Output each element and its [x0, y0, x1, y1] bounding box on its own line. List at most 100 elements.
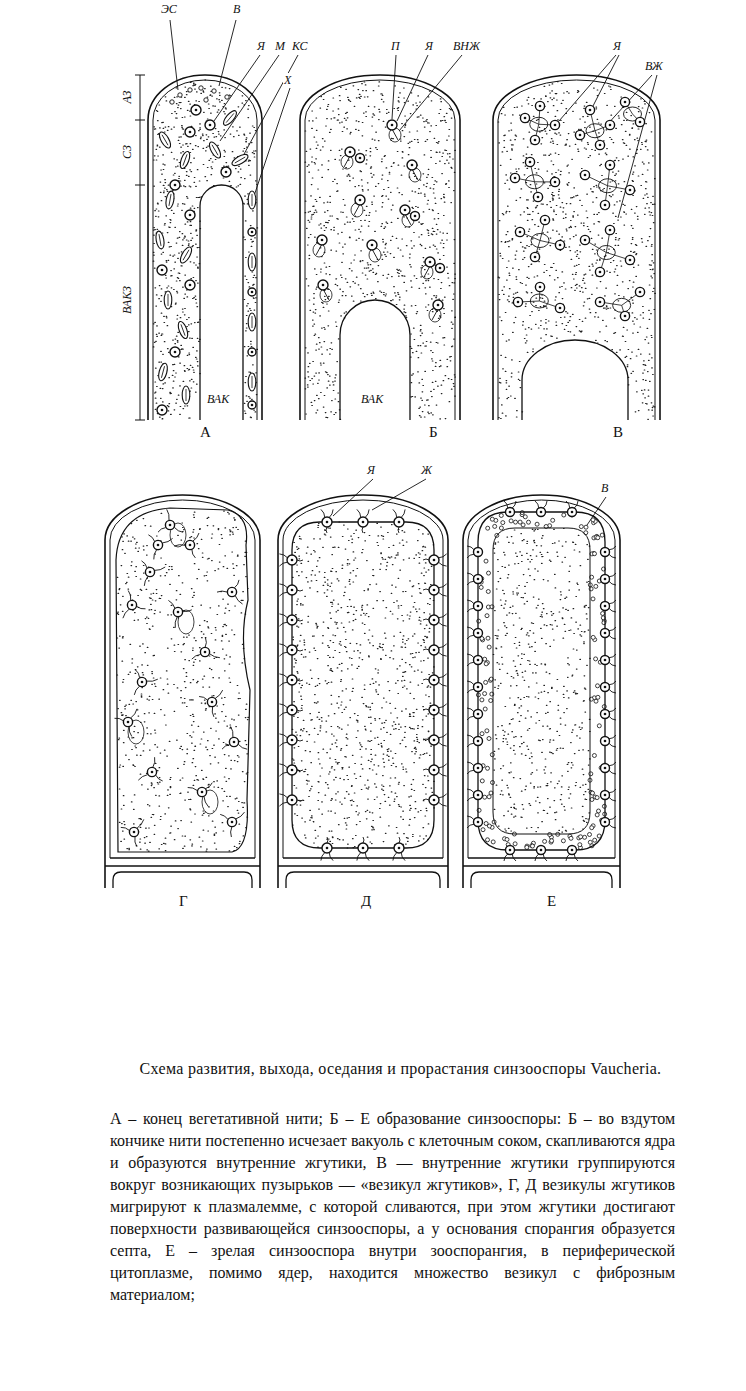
flagellum — [329, 853, 333, 861]
fibrous-vesicle — [483, 707, 487, 711]
fibrous-vesicle — [487, 571, 491, 575]
nucleus — [356, 154, 365, 163]
region — [153, 80, 257, 420]
fibrous-vesicle — [596, 684, 600, 688]
nucleus — [127, 600, 136, 609]
cell-wall — [278, 495, 448, 858]
nucleolus — [571, 511, 574, 514]
nucleolus — [584, 174, 587, 177]
thylakoid — [168, 294, 169, 306]
nucleolus — [477, 578, 480, 581]
nucleus — [605, 225, 614, 234]
nucleolus — [571, 849, 574, 852]
flagellum — [609, 546, 616, 550]
nucleolus — [131, 604, 134, 607]
nucleolus — [322, 284, 325, 287]
nucleolus — [225, 171, 228, 174]
fibrous-vesicle — [588, 833, 592, 837]
flagellum — [279, 674, 287, 678]
chloroplast-outline — [165, 190, 176, 209]
nucleolus — [251, 291, 254, 294]
flagellum — [279, 704, 287, 708]
flagellum — [217, 591, 227, 592]
region — [478, 512, 605, 850]
nucleus — [537, 508, 546, 517]
flagellum — [609, 600, 616, 604]
flagellum — [467, 743, 474, 747]
flagellum — [357, 853, 361, 861]
apical-vesicle — [178, 93, 182, 97]
nucleolus — [477, 740, 480, 743]
bracket-tick — [135, 185, 145, 186]
flagellum — [467, 600, 474, 604]
nucleus — [207, 697, 216, 706]
flagellum — [393, 509, 397, 517]
nucleus — [411, 212, 420, 221]
nucleus — [429, 645, 439, 655]
flagellum — [238, 744, 247, 749]
cytoplasm-stipple — [153, 80, 257, 419]
internal-flagellum — [354, 204, 360, 215]
fibrous-vesicle — [484, 680, 488, 684]
nucleus — [550, 120, 559, 129]
leader-line — [399, 55, 462, 131]
chloroplast-outline — [155, 230, 166, 249]
thylakoid — [252, 376, 253, 388]
vacuole-membrane — [200, 185, 243, 420]
fibrous-vesicle — [483, 692, 487, 696]
nucleolus — [433, 559, 436, 562]
nucleus — [191, 105, 201, 115]
flagellum — [609, 554, 616, 558]
chloroplast — [248, 191, 256, 209]
nucleolus — [477, 632, 480, 635]
nucleus — [429, 705, 439, 715]
nucleolus — [157, 544, 160, 547]
septum — [105, 865, 260, 866]
fibrous-vesicle — [499, 526, 503, 530]
nucleus — [601, 764, 610, 773]
nucleus — [407, 160, 417, 170]
flagellum — [279, 644, 287, 648]
nucleus — [535, 101, 544, 110]
flagellum — [609, 654, 616, 658]
nucleus — [394, 517, 404, 527]
nucleolus — [291, 559, 294, 562]
fibrous-vesicle — [597, 809, 601, 813]
flagellum — [609, 627, 616, 631]
flagellum — [279, 554, 287, 558]
nucleolus — [189, 214, 192, 217]
nucleolus — [291, 799, 294, 802]
fibrous-vesicle — [509, 519, 513, 523]
nucleolus — [584, 239, 587, 242]
flagellum — [609, 662, 616, 666]
nucleus — [436, 264, 445, 273]
cell-wall — [259, 858, 261, 888]
nucleolus — [537, 196, 540, 199]
nucleus — [287, 585, 297, 595]
flagellum — [467, 681, 474, 685]
nucleolus — [133, 831, 136, 834]
nucleolus — [624, 101, 627, 104]
flagellum — [401, 853, 405, 861]
nucleus — [535, 282, 544, 291]
plasmalemma — [110, 500, 255, 858]
internal-flagellum — [316, 244, 322, 255]
nucleolus — [579, 134, 582, 137]
thylakoid — [252, 316, 253, 328]
panel-letter: Е — [546, 893, 557, 910]
flagellum — [222, 745, 230, 750]
flagellum — [609, 762, 616, 766]
fibrous-vesicle — [550, 839, 554, 843]
flagellum — [327, 837, 328, 843]
filament-protoplast — [113, 872, 252, 888]
fibrous-vesicle — [486, 766, 490, 770]
flagellum — [609, 816, 616, 820]
fibrous-vesicle — [593, 552, 597, 556]
nucleolus — [362, 847, 365, 850]
nucleus — [605, 160, 614, 169]
fibrous-vesicle — [486, 838, 490, 842]
nucleus — [425, 257, 435, 267]
nucleolus — [398, 521, 401, 524]
nucleus — [173, 607, 182, 616]
chloroplast — [182, 386, 190, 404]
